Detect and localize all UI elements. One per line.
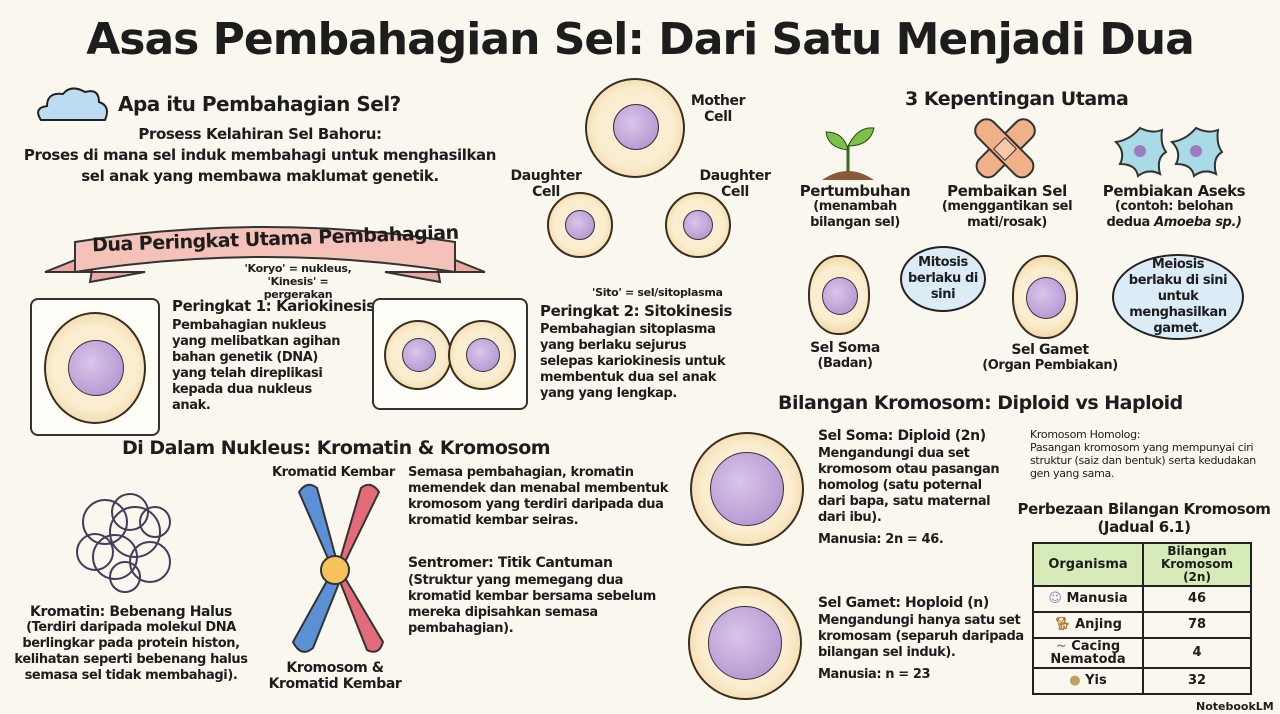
organism-name: Manusia [1066, 591, 1128, 606]
centromere-title: Sentromer: Titik Cantuman [408, 555, 613, 571]
chromosome-count: 4 [1142, 637, 1252, 669]
importance-item-title: Pembiakan Aseks [1102, 182, 1246, 200]
person-icon: ☺ [1048, 591, 1062, 606]
homolog-title: Kromosom Homolog: [1030, 428, 1141, 441]
importance-item-title: Pembaikan Sel [947, 182, 1067, 200]
gamete-cell [1012, 255, 1078, 339]
soma-sub: (Badan) [817, 356, 873, 371]
chromatin-illustration [76, 493, 171, 593]
stage2-body: Pembahagian sitoplasma yang berlaku seju… [540, 322, 726, 401]
intro-line: sel anak yang membawa maklumat genetik. [81, 167, 439, 185]
intro-heading: Apa itu Pembahagian Sel? [118, 92, 401, 116]
mother-cell-label: Mother Cell [690, 93, 746, 125]
diploid-cell [690, 432, 804, 546]
organism-name: Yis [1085, 673, 1107, 688]
twin-chromatid-label: Kromatid Kembar [272, 465, 395, 480]
table-title: Perbezaan Bilangan Kromosom [1017, 500, 1271, 518]
table-header: Organisma [1032, 542, 1144, 587]
chromosome-count: 32 [1142, 667, 1252, 695]
table-row: 🐕︎ Anjing 78 [1032, 611, 1252, 639]
chromatin-body: (Terdiri daripada molekul DNA berlingkar… [14, 620, 248, 683]
koryo-note: 'Koryo' = nukleus, [244, 262, 352, 275]
nucleus-title: Di Dalam Nukleus: Kromatin & Kromosom [122, 437, 551, 459]
chromosome-count: 78 [1142, 611, 1252, 639]
stage2-title: Peringkat 2: Sitokinesis [540, 302, 733, 320]
amoeba-icon [1113, 126, 1224, 178]
chromosome-illustration [291, 483, 385, 653]
gamete-sub: (Organ Pembiakan) [982, 358, 1118, 373]
centromere-body: (Struktur yang memegang dua kromatid kem… [408, 573, 656, 636]
haploid-body: Mengandungi hanya satu set kromosam (sep… [818, 613, 1024, 660]
table-row: ☺ Manusia 46 [1032, 585, 1252, 613]
table-row: ~ Cacing Nematoda 4 [1032, 637, 1252, 669]
ribbon-banner [44, 226, 486, 284]
table-subtitle: (Jadual 6.1) [1097, 518, 1191, 536]
daughter-cell-left [547, 192, 613, 258]
cytokinesis-illustration [372, 298, 528, 410]
daughter-cell-label: Daughter Cell [510, 168, 582, 200]
page-title: Asas Pembahagian Sel: Dari Satu Menjadi … [86, 14, 1195, 65]
mother-cell [585, 78, 685, 178]
intro-subheading: Prosess Kelahiran Sel Bahoru: [138, 125, 382, 143]
importance-item-desc: (contoh: belohan dedua [1106, 199, 1234, 230]
importance-title: 3 Kepentingan Utama [905, 88, 1129, 110]
plant-icon [822, 127, 875, 180]
yeast-icon: ● [1069, 673, 1081, 688]
meiosis-bubble: Meiosis berlaku di sini untuk menghasilk… [1112, 254, 1244, 340]
gamete-label: Sel Gamet [1011, 342, 1089, 358]
homolog-body: Pasangan kromosom yang mempunyai ciri st… [1030, 441, 1256, 480]
importance-item-desc: (menggantikan sel mati/rosak) [941, 199, 1073, 230]
cloud-icon [37, 87, 108, 121]
daughter-cell-right [665, 192, 731, 258]
chromosome-count: 46 [1142, 585, 1252, 613]
chromosome-label: Kromosom & Kromatid Kembar [268, 660, 402, 692]
organism-name: Anjing [1075, 617, 1122, 632]
daughter-cell-label: Daughter Cell [699, 168, 771, 200]
importance-item-species: Amoeba sp.) [1154, 215, 1242, 230]
intro-line: Proses di mana sel induk membahagi untuk… [23, 146, 497, 164]
diploid-body: Mengandungi dua set kromosom otau pasang… [818, 446, 1000, 525]
diploid-human: Manusia: 2n = 46. [818, 532, 944, 547]
soma-label: Sel Soma [810, 340, 880, 356]
importance-item-desc: (menambah bilangan sel) [810, 199, 900, 230]
soma-cell [808, 255, 870, 335]
chromosome-desc: Semasa pembahagian, kromatin memendek da… [408, 465, 668, 528]
table-row: ● Yis 32 [1032, 667, 1252, 695]
haploid-cell [688, 586, 802, 700]
karyokinesis-illustration [30, 298, 160, 436]
haploid-title: Sel Gamet: Hoploid (n) [818, 595, 989, 611]
notebooklm-watermark: NotebookLM [1196, 700, 1274, 713]
mitosis-bubble: Mitosis berlaku di sini [900, 246, 986, 312]
sito-note: 'Sito' = sel/sitoplasma [592, 286, 723, 299]
haploid-human: Manusia: n = 23 [818, 667, 931, 682]
worm-icon: ~ [1055, 639, 1067, 654]
importance-item-title: Pertumbuhan [799, 182, 911, 200]
chromatin-title: Kromatin: Bebenang Halus [30, 604, 232, 620]
bandage-icon [974, 118, 1036, 179]
organism-name: Cacing Nematoda [1050, 639, 1126, 667]
ploidy-title: Bilangan Kromosom: Diploid vs Haploid [778, 392, 1183, 414]
stage1-title: Peringkat 1: Kariokinesis [172, 297, 375, 315]
table-header: Bilangan Kromosom (2n) [1142, 542, 1252, 587]
dog-icon: 🐕︎ [1054, 617, 1071, 632]
kinesis-note: 'Kinesis' = pergerakan [263, 275, 333, 301]
stage1-body: Pembahagian nukleus yang melibatkan agih… [172, 318, 341, 413]
diploid-title: Sel Soma: Diploid (2n) [818, 428, 986, 444]
